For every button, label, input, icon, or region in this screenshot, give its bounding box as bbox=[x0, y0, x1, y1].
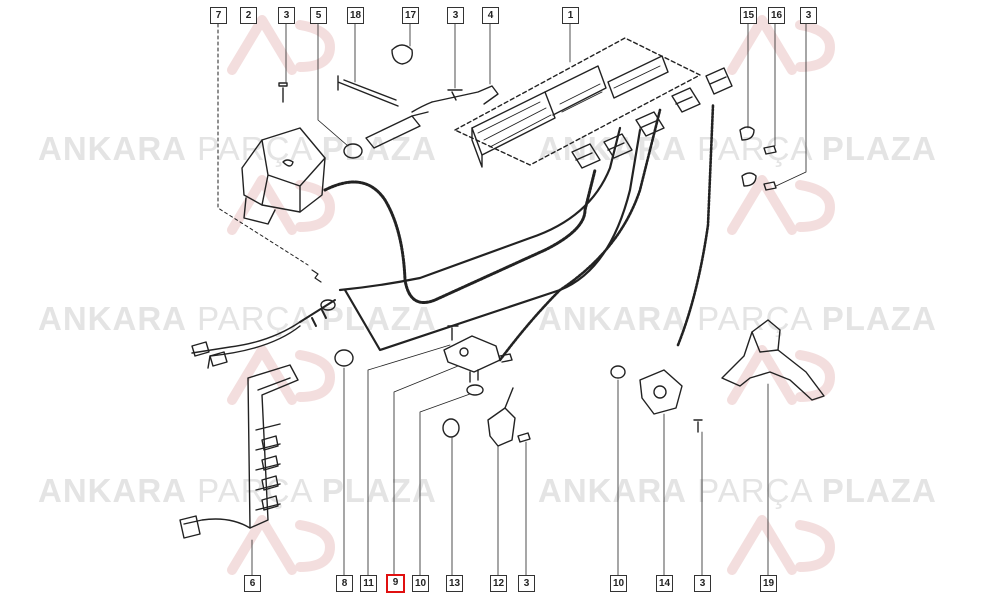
part-12-speed-sensor bbox=[487, 387, 516, 576]
callout-top-3-6: 3 bbox=[447, 7, 464, 24]
part-1-connector-block bbox=[454, 37, 701, 168]
callout-bottom-11-2: 11 bbox=[360, 575, 377, 592]
watermark-row-1: ANKARA PARÇA PLAZA bbox=[38, 130, 437, 167]
callout-top-2-1: 2 bbox=[240, 7, 257, 24]
watermark-logo-shapes bbox=[227, 15, 835, 575]
callout-top-3-11: 3 bbox=[800, 7, 817, 24]
callout-top-7-0: 7 bbox=[210, 7, 227, 24]
wire-harness-c bbox=[343, 128, 642, 352]
wire-harness-d bbox=[498, 108, 662, 362]
part-19-bracket bbox=[721, 319, 825, 576]
callout-bottom-3-7: 3 bbox=[518, 575, 535, 592]
watermark-row-1b: ANKARA PARÇA PLAZA bbox=[538, 130, 937, 167]
part-2-control-unit bbox=[241, 127, 326, 225]
callout-bottom-10-8: 10 bbox=[610, 575, 627, 592]
wire-harness-b bbox=[338, 126, 622, 292]
callout-top-1-8: 1 bbox=[562, 7, 579, 24]
callout-bottom-12-6: 12 bbox=[490, 575, 507, 592]
callout-bottom-10-4: 10 bbox=[412, 575, 429, 592]
callout-bottom-9-3: 9 bbox=[386, 574, 405, 593]
callout-bottom-8-1: 8 bbox=[336, 575, 353, 592]
watermark-row-2: ANKARA PARÇA PLAZA bbox=[38, 300, 437, 337]
part-9-pressure-sensor bbox=[443, 335, 513, 383]
part-14-sensor bbox=[639, 369, 683, 576]
callout-bottom-13-5: 13 bbox=[446, 575, 463, 592]
wire-harness-a bbox=[323, 168, 597, 304]
callout-top-4-7: 4 bbox=[482, 7, 499, 24]
callout-top-16-10: 16 bbox=[768, 7, 785, 24]
part-6-connector-strip bbox=[179, 364, 299, 576]
callout-top-3-2: 3 bbox=[278, 7, 295, 24]
callout-bottom-14-9: 14 bbox=[656, 575, 673, 592]
callout-bottom-3-10: 3 bbox=[694, 575, 711, 592]
wire-harness-e bbox=[676, 103, 715, 347]
callout-bottom-19-11: 19 bbox=[760, 575, 777, 592]
watermark-row-3: ANKARA PARÇA PLAZA bbox=[38, 472, 437, 509]
watermark-row-2b: ANKARA PARÇA PLAZA bbox=[538, 300, 937, 337]
callout-bottom-6-0: 6 bbox=[244, 575, 261, 592]
plug-heads bbox=[571, 67, 733, 169]
callout-top-17-5: 17 bbox=[402, 7, 419, 24]
callout-top-18-4: 18 bbox=[347, 7, 364, 24]
callout-top-15-9: 15 bbox=[740, 7, 757, 24]
watermark-row-3b: ANKARA PARÇA PLAZA bbox=[538, 472, 937, 509]
callout-top-5-3: 5 bbox=[310, 7, 327, 24]
